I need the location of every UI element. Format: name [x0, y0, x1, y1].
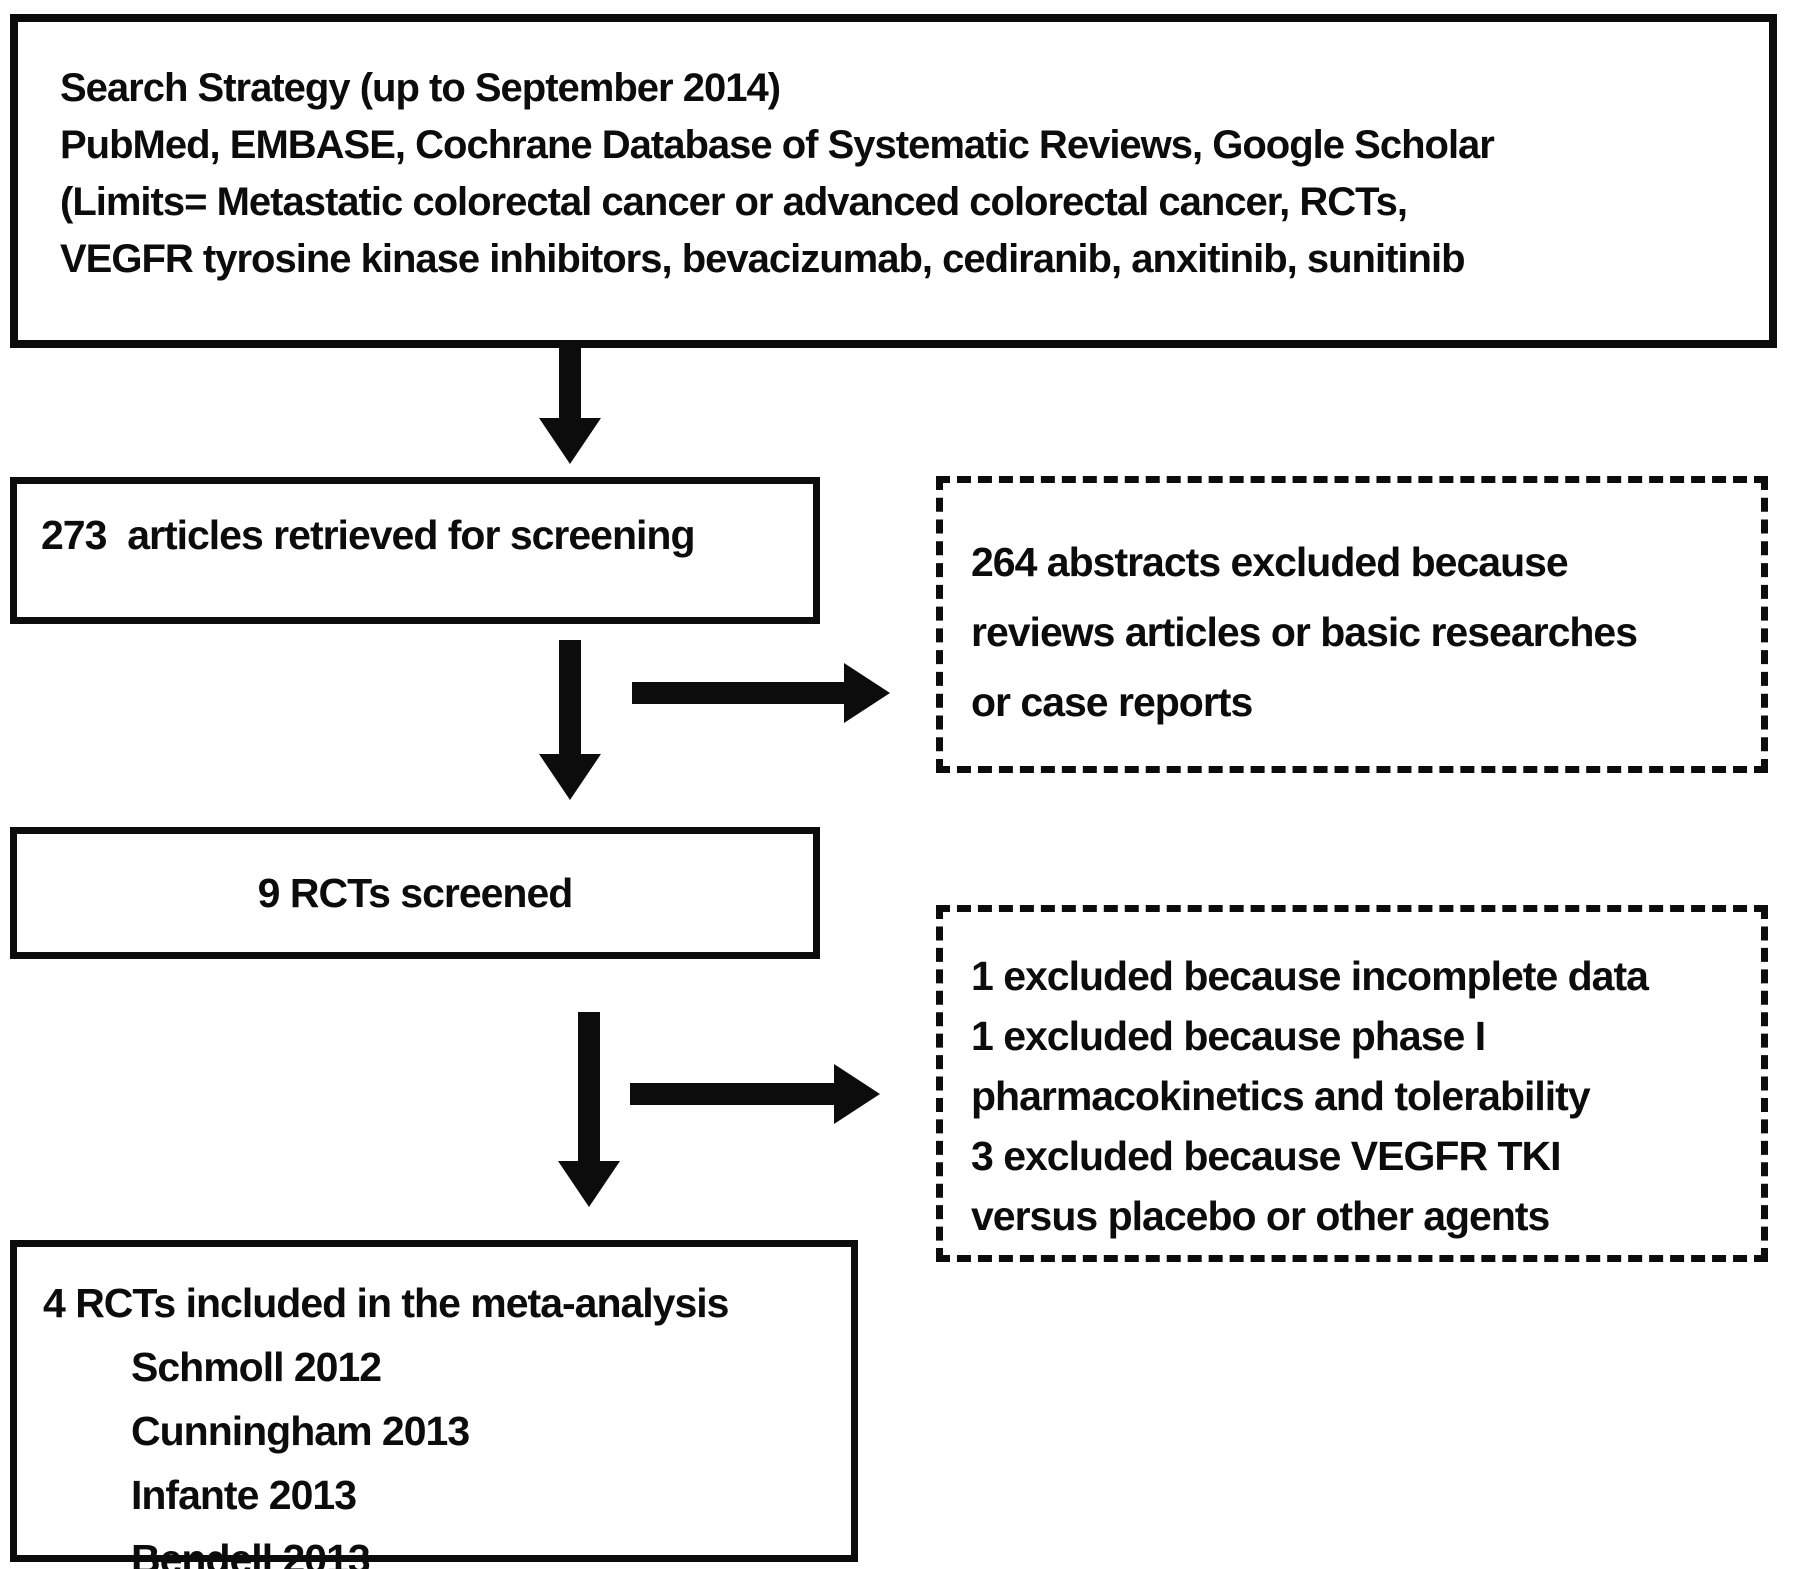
excluded-abstracts-box: 264 abstracts excluded because reviews a…	[936, 476, 1768, 773]
excluded-abstracts-line-3: or case reports	[971, 679, 1253, 725]
study-item-3: Infante 2013	[131, 1472, 357, 1518]
arrow-search-to-retrieved-stem	[559, 346, 581, 420]
arrow-search-to-retrieved-head	[539, 418, 601, 464]
search-strategy-line-3: (Limits= Metastatic colorectal cancer or…	[60, 180, 1408, 224]
study-item-1: Schmoll 2012	[131, 1344, 382, 1390]
arrow-screened-to-included-head	[558, 1161, 620, 1207]
included-text: 4 RCTs included in the meta-analysis Sch…	[17, 1247, 851, 1569]
search-strategy-line-2: PubMed, EMBASE, Cochrane Database of Sys…	[60, 123, 1495, 167]
excluded-rcts-line-3: pharmacokinetics and tolerability	[971, 1073, 1591, 1119]
screened-box: 9 RCTs screened	[10, 827, 820, 959]
retrieved-label: 273 articles retrieved for screening	[41, 512, 696, 558]
search-strategy-line-1: Search Strategy (up to September 2014)	[60, 66, 781, 110]
study-item-4: Bendell 2013	[131, 1536, 371, 1569]
arrow-to-excluded-rcts-head	[834, 1064, 880, 1124]
arrow-to-excluded-abstracts-head	[844, 663, 890, 723]
search-strategy-text: Search Strategy (up to September 2014) P…	[18, 22, 1769, 288]
excluded-rcts-text: 1 excluded because incomplete data 1 exc…	[943, 912, 1761, 1246]
arrow-to-excluded-rcts-stem	[630, 1083, 836, 1105]
search-strategy-box: Search Strategy (up to September 2014) P…	[10, 14, 1777, 348]
study-item-2: Cunningham 2013	[131, 1408, 470, 1454]
excluded-abstracts-line-1: 264 abstracts excluded because	[971, 539, 1569, 585]
excluded-rcts-line-1: 1 excluded because incomplete data	[971, 953, 1649, 999]
retrieved-box: 273 articles retrieved for screening	[10, 477, 820, 624]
excluded-rcts-box: 1 excluded because incomplete data 1 exc…	[936, 905, 1768, 1262]
search-strategy-line-4: VEGFR tyrosine kinase inhibitors, bevaci…	[60, 237, 1466, 281]
arrow-to-excluded-abstracts-stem	[632, 682, 846, 704]
included-title: 4 RCTs included in the meta-analysis	[43, 1280, 729, 1326]
included-box: 4 RCTs included in the meta-analysis Sch…	[10, 1240, 858, 1569]
arrow-retrieved-to-screened-head	[539, 754, 601, 800]
excluded-abstracts-line-2: reviews articles or basic researches	[971, 609, 1638, 655]
arrow-screened-to-included-stem	[578, 1012, 600, 1164]
arrow-retrieved-to-screened-stem	[559, 640, 581, 756]
excluded-rcts-line-2: 1 excluded because phase I	[971, 1013, 1486, 1059]
screened-label: 9 RCTs screened	[257, 869, 574, 916]
excluded-abstracts-text: 264 abstracts excluded because reviews a…	[943, 483, 1761, 737]
excluded-rcts-line-4: 3 excluded because VEGFR TKI	[971, 1133, 1561, 1179]
excluded-rcts-line-5: versus placebo or other agents	[971, 1193, 1550, 1239]
